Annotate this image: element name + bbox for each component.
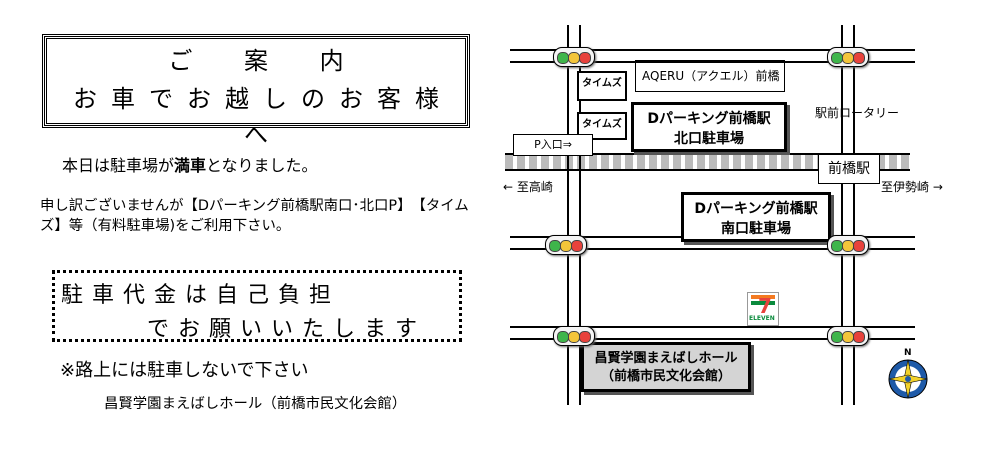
notice-title-box: ご 案 内 お車でお越しのお客様へ xyxy=(42,34,470,149)
full-bold: 満車 xyxy=(174,156,207,175)
dparking-south: Dパーキング前橋駅 南口駐車場 xyxy=(681,192,831,242)
compass-north-label: N xyxy=(904,348,912,358)
cost-line2: でお願いいたします xyxy=(147,317,427,342)
access-map: タイムズ タイムズ AQERU（アクエル）前橋 Dパーキング前橋駅 北口駐車場 … xyxy=(503,20,965,420)
notice-title-line1: ご 案 内 xyxy=(168,47,366,75)
road-line xyxy=(510,49,915,51)
maebashi-station: 前橋駅 xyxy=(818,154,880,184)
dparking-south-l1: Dパーキング前橋駅 xyxy=(694,201,818,217)
times-lot-north: タイムズ xyxy=(577,71,627,101)
traffic-light-icon xyxy=(545,235,587,255)
road-line xyxy=(510,326,915,328)
full-prefix: 本日は駐車場が xyxy=(62,156,175,175)
to-takasaki-label: ← 至高崎 xyxy=(503,180,553,194)
compass-icon xyxy=(888,359,928,399)
hall-map-l2: （前橋市民文化会館） xyxy=(600,369,731,384)
road-line xyxy=(841,25,843,405)
traffic-light-icon xyxy=(827,235,869,255)
traffic-light-icon xyxy=(827,326,869,346)
no-street-parking-note: ※路上には駐車しないで下さい xyxy=(60,360,309,381)
road-line xyxy=(510,338,915,340)
traffic-light-icon xyxy=(553,47,595,67)
road-line xyxy=(510,248,915,250)
road-line xyxy=(579,25,581,405)
maebashi-hall: 昌賢学園まえばしホール （前橋市民文化会館） xyxy=(581,342,751,392)
cost-line1: 駐車代金は自己負担 xyxy=(61,283,341,308)
notice-title-line2: お車でお越しのお客様へ xyxy=(73,85,453,149)
dparking-north-l2: 北口駐車場 xyxy=(674,131,744,147)
p-entrance-sign: P入口⇒ xyxy=(513,134,593,156)
full-suffix: となりました。 xyxy=(206,156,318,175)
hall-name: 昌賢学園まえばしホール（前橋市民文化会館） xyxy=(104,396,407,412)
aqeru-building: AQERU（アクエル）前橋 xyxy=(635,60,785,92)
parking-full-message: 本日は駐車場が満車となりました。 xyxy=(62,152,318,176)
parking-cost-box: 駐車代金は自己負担 でお願いいたします xyxy=(52,270,462,342)
road-line xyxy=(567,25,569,405)
road-line xyxy=(853,25,855,405)
traffic-light-icon xyxy=(553,326,595,346)
apology-text: 申し訳ございませんが【Dパーキング前橋駅南口･北口P】 【タイムズ】等（有料駐車… xyxy=(40,198,469,234)
dparking-south-l2: 南口駐車場 xyxy=(721,221,791,237)
to-isesaki-label: 至伊勢崎 → xyxy=(881,180,943,194)
station-rotary-label: 駅前ロータリー xyxy=(815,106,900,120)
railway xyxy=(505,153,910,171)
dparking-north: Dパーキング前橋駅 北口駐車場 xyxy=(631,102,787,152)
traffic-light-icon xyxy=(827,47,869,67)
seven-eleven-text: ELEVEN xyxy=(749,315,775,322)
seven-eleven-icon: 7 ELEVEN xyxy=(747,292,779,326)
road-line xyxy=(510,61,915,63)
hall-map-l1: 昌賢学園まえばしホール xyxy=(594,351,738,366)
dparking-north-l1: Dパーキング前橋駅 xyxy=(647,111,771,127)
